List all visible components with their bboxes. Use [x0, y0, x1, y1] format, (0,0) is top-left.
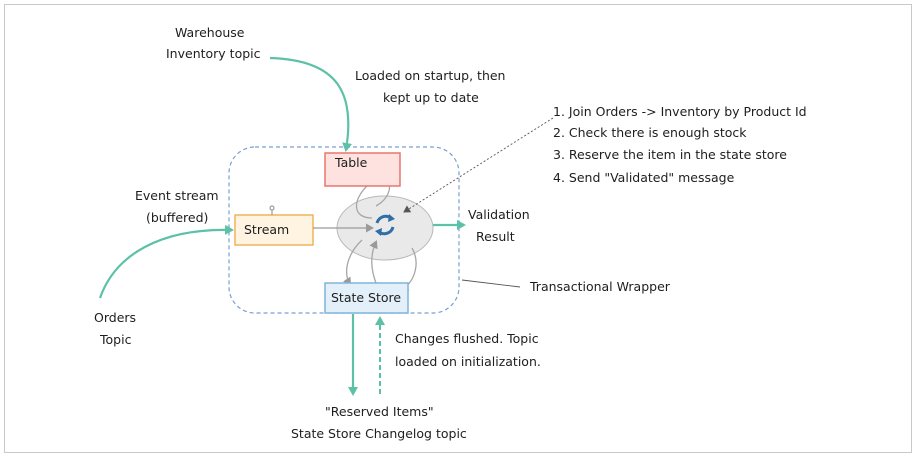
event-stream-label-line2: (buffered)	[146, 210, 208, 225]
warehouse-label-line2: Inventory topic	[166, 46, 261, 61]
steps-pointer-line	[403, 117, 554, 213]
step-3: 3. Reserve the item in the state store	[553, 147, 787, 162]
step-2: 2. Check there is enough stock	[553, 125, 747, 140]
state-store-label: State Store	[331, 290, 401, 305]
transactional-wrapper-label: Transactional Wrapper	[529, 279, 671, 294]
validation-result-line2: Result	[476, 229, 515, 244]
warehouse-label-line1: Warehouse	[175, 25, 245, 40]
reserved-items-line1: "Reserved Items"	[325, 404, 434, 419]
orders-topic-line2: Topic	[99, 332, 132, 347]
state-store-box[interactable]	[324, 282, 409, 314]
event-stream-label-line1: Event stream	[135, 188, 219, 203]
table-loop-arrow	[355, 184, 373, 219]
orders-topic-line1: Orders	[94, 310, 136, 325]
store-loop-arrow	[342, 239, 363, 286]
wrapper-pointer-line	[461, 279, 521, 288]
table-label: Table	[334, 155, 368, 170]
loaded-label-line2: kept up to date	[383, 90, 479, 105]
changes-flushed-line2: loaded on initialization.	[395, 354, 541, 369]
validation-result-line1: Validation	[468, 207, 530, 222]
table-box[interactable]	[324, 152, 401, 187]
stream-box[interactable]	[234, 214, 314, 246]
diagram-frame	[4, 4, 912, 453]
warehouse-to-table-arrow	[269, 56, 353, 152]
stream-selection-handle	[269, 205, 275, 211]
step-4: 4. Send "Validated" message	[553, 170, 735, 185]
changes-flushed-line1: Changes flushed. Topic	[395, 331, 539, 346]
stream-label: Stream	[244, 222, 289, 237]
step-1: 1. Join Orders -> Inventory by Product I…	[553, 104, 807, 119]
orders-to-stream-arrow	[98, 224, 234, 299]
loaded-label-line1: Loaded on startup, then	[355, 68, 505, 83]
cycle-arrows-icon	[375, 214, 395, 236]
reserved-items-line2: State Store Changelog topic	[291, 426, 467, 441]
